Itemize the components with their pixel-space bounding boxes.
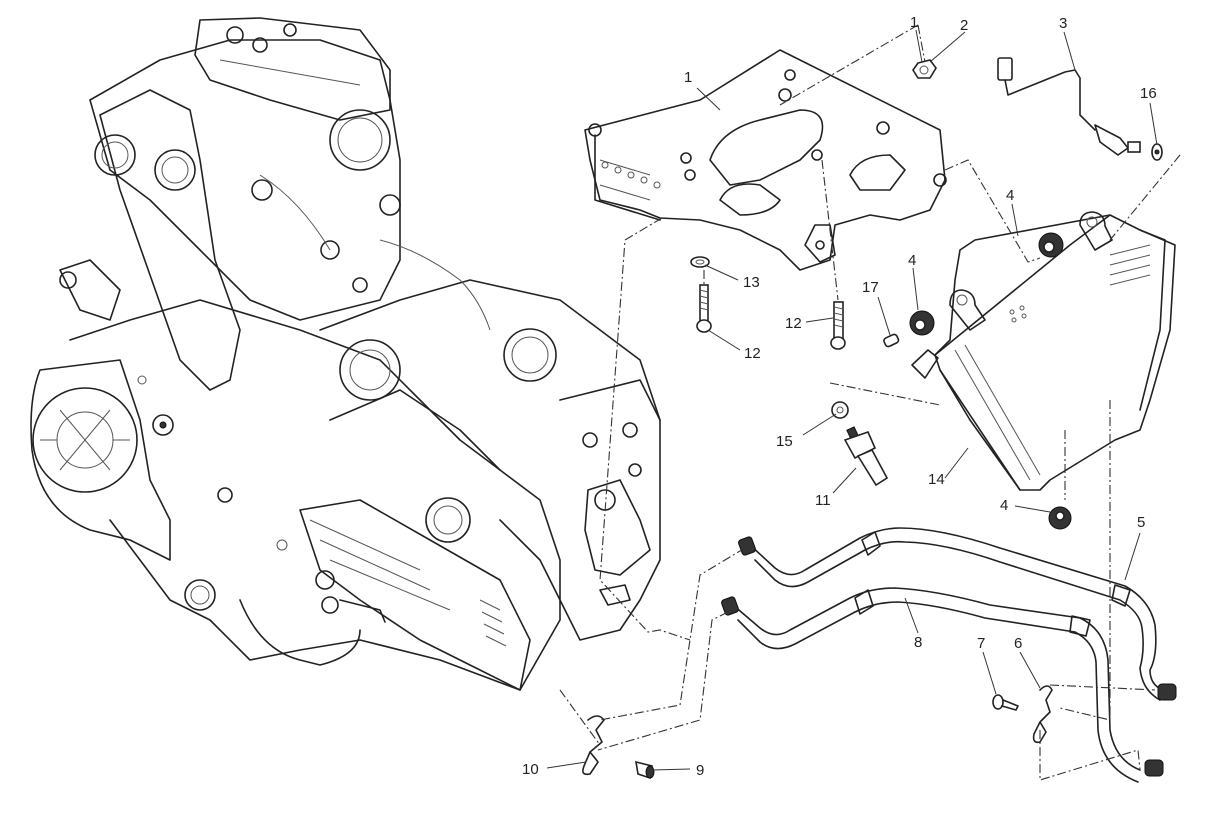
bracket-part-1 — [584, 49, 947, 271]
grommet-part-4-upper — [1038, 232, 1064, 258]
callout-7: 7 — [977, 635, 985, 652]
sensor-cable-part-3 — [997, 57, 1141, 156]
callout-16: 16 — [1140, 85, 1157, 102]
oil-hose-part-5 — [738, 527, 1177, 701]
callout-11: 11 — [815, 492, 831, 509]
washer-part-13 — [690, 256, 710, 268]
screw-part-7 — [992, 694, 1019, 711]
callout-6: 6 — [1014, 635, 1022, 652]
callout-4-lower: 4 — [1000, 497, 1008, 514]
spacer-part-17 — [883, 333, 900, 348]
nut-part-2 — [912, 59, 937, 79]
callout-4-upper: 4 — [1006, 187, 1014, 204]
oil-cooler-part-14 — [911, 211, 1176, 491]
assembly-lines — [559, 24, 1181, 781]
callout-13: 13 — [743, 274, 760, 291]
callout-2: 2 — [960, 17, 968, 34]
engine — [30, 17, 661, 691]
washer-part-16 — [1151, 143, 1163, 161]
callout-9: 9 — [696, 762, 704, 779]
hose-clip-part-6 — [1032, 685, 1053, 744]
callout-4-middle: 4 — [908, 252, 916, 269]
callout-1a: 1 — [684, 69, 692, 86]
bolt-part-12-left — [696, 284, 712, 333]
callout-12-left: 12 — [744, 345, 761, 362]
callout-12-right: 12 — [785, 315, 802, 332]
screw-part-9 — [635, 760, 655, 780]
callout-17: 17 — [862, 279, 879, 296]
callout-1b: 1 — [910, 14, 918, 31]
callout-5: 5 — [1137, 514, 1145, 531]
hose-clip-part-10 — [582, 715, 605, 776]
callout-10: 10 — [522, 761, 539, 778]
grommet-part-4-middle — [909, 310, 935, 336]
grommet-part-4-lower — [1048, 506, 1072, 530]
callout-14: 14 — [928, 471, 945, 488]
callout-15: 15 — [776, 433, 793, 450]
pressure-sensor-part-11 — [843, 426, 889, 487]
oil-hose-part-8 — [721, 587, 1164, 783]
callout-leaders — [546, 29, 1158, 771]
callout-labels: 1 1 2 3 16 4 4 17 13 12 12 15 11 14 4 5 … — [522, 14, 1157, 779]
callout-3: 3 — [1059, 15, 1067, 32]
callout-8: 8 — [914, 634, 922, 651]
bolt-part-12-right — [830, 301, 846, 350]
